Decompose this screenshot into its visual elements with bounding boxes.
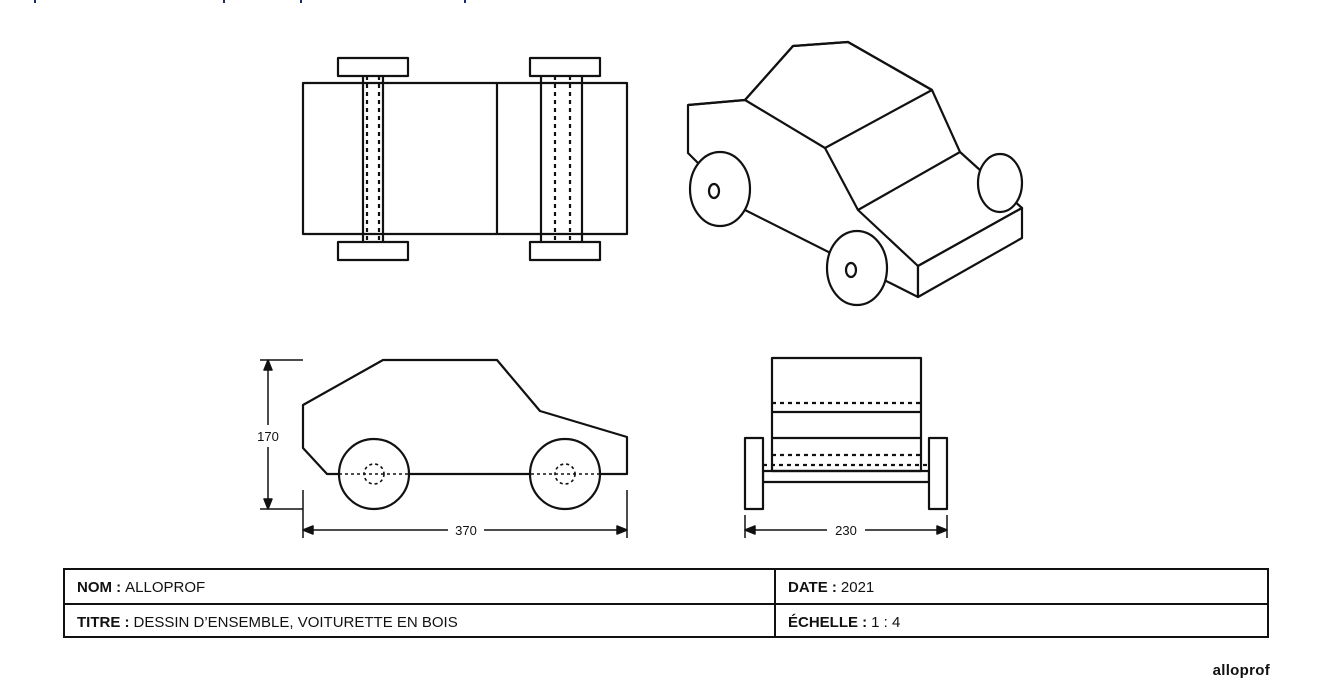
- echelle-label: ÉCHELLE :: [788, 613, 868, 631]
- date-label: DATE :: [788, 578, 837, 596]
- front-view: [743, 356, 949, 511]
- titre-value: DESSIN D’ENSEMBLE, VOITURETTE EN BOIS: [133, 613, 458, 631]
- nom-label: NOM :: [77, 578, 122, 596]
- side-view: [301, 358, 629, 511]
- titre-label: TITRE :: [77, 613, 130, 631]
- echelle-field: ÉCHELLE :1 : 4: [776, 605, 900, 639]
- top-edge-marks: [34, 0, 466, 3]
- length-label: 370: [455, 523, 477, 538]
- dimension-height: [260, 359, 303, 510]
- isometric-view: [686, 40, 1024, 307]
- nom-value: ALLOPROF: [125, 578, 206, 596]
- top-view: [301, 56, 629, 262]
- dimension-width: [744, 515, 948, 538]
- alloprof-logo: alloprof: [1212, 662, 1270, 679]
- title-block: NOM :ALLOPROF DATE :2021 TITRE :DESSIN D…: [63, 568, 1269, 638]
- date-field: DATE :2021: [776, 570, 874, 604]
- height-label: 170: [257, 429, 279, 444]
- width-label: 230: [835, 523, 857, 538]
- titre-field: TITRE :DESSIN D’ENSEMBLE, VOITURETTE EN …: [65, 605, 458, 639]
- nom-field: NOM :ALLOPROF: [65, 570, 205, 604]
- date-value: 2021: [840, 578, 875, 596]
- echelle-value: 1 : 4: [871, 613, 901, 631]
- dimension-length: [302, 490, 628, 538]
